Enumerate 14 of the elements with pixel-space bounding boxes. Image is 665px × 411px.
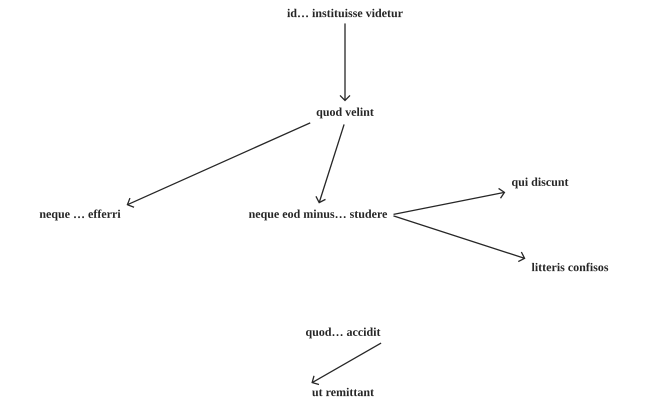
arrow (315, 124, 345, 204)
text-label: neque … efferri (40, 209, 120, 220)
text-label: ut remittant (312, 388, 374, 396)
text-label: id… instituisse videtur (287, 8, 403, 18)
arrow (311, 342, 382, 386)
arrow (126, 122, 310, 208)
text-label: quod… accidit (306, 328, 380, 338)
text-label: quod velint (316, 108, 374, 118)
arrow (340, 23, 350, 102)
text-label: litteris confisos (532, 262, 608, 272)
arrow (393, 188, 506, 216)
text-label: neque eod minus… studere (248, 210, 388, 220)
text-label: qui discunt (512, 178, 568, 188)
arrow (393, 215, 526, 262)
